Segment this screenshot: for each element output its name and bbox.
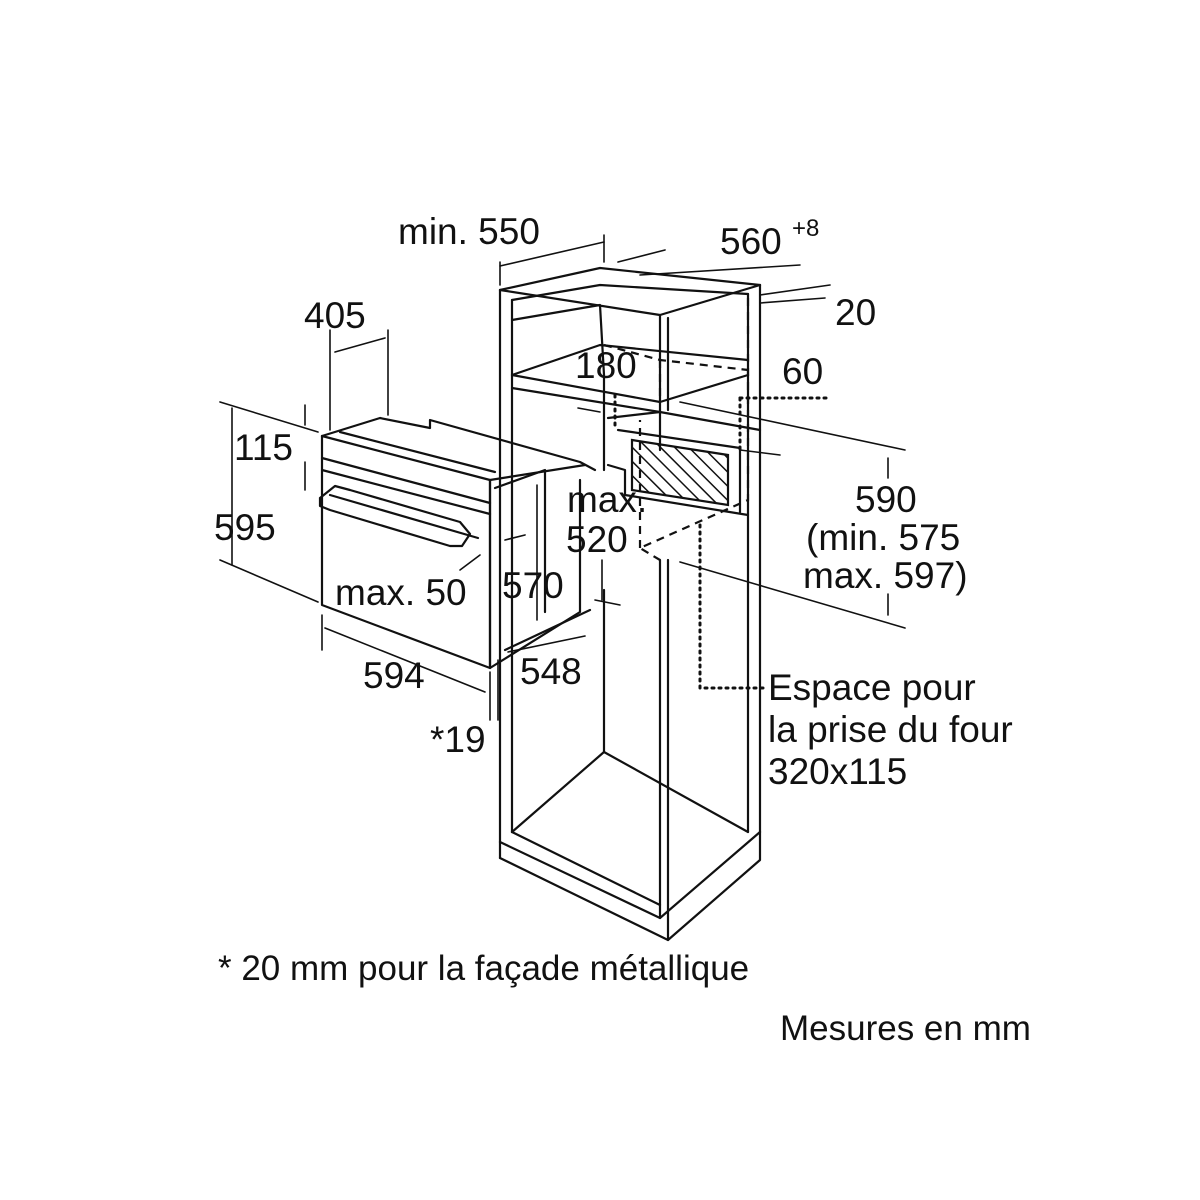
label-oven-body-width: 548 [520,651,582,692]
oven-door-top [328,493,480,540]
niche-floor [606,463,750,517]
lower-compartment-floor-back [510,750,750,834]
dim-20-line-2 [759,297,826,304]
socket-note-line-3: 320x115 [768,751,907,792]
upper-shelf-back [510,343,750,377]
oven-top-inner [338,430,497,474]
label-cabinet-width: 560 [720,221,782,262]
dim-548-line [507,635,586,653]
dim-50-arrow-2 [504,534,526,541]
cabinet-top-front-edge [498,283,762,317]
upper-shelf-edge [510,386,662,414]
lower-shelf-edge [510,830,662,907]
dim-590-ext-bottom [679,561,906,629]
oven-top [320,416,597,472]
label-oven-plug-offset: 60 [782,351,823,392]
label-oven-front-gap: max. 50 [335,572,467,613]
label-oven-width: 594 [363,655,425,696]
plinth [498,830,762,942]
dim-595-ext-top [219,401,319,433]
dim-180-arrow [577,407,601,413]
label-top-depth-1: max. [567,479,647,520]
oven-control-panel-line [320,456,492,505]
label-niche-height: 590 [855,479,917,520]
label-cabinet-width-tolerance: +8 [792,215,819,242]
socket-note: Espace pour la prise du four 320x115 [768,667,1013,792]
dim-550-line [499,241,605,267]
oven [318,416,597,670]
cabinet-top-back-edge [498,266,762,292]
cabinet [498,266,762,942]
dimension-labels: min. 550 560 +8 20 405 180 60 115 595 ma… [214,211,968,760]
label-niche-height-max: max. 597) [803,555,968,596]
label-oven-body-height: 570 [502,565,564,606]
dim-50-arrow [459,554,481,571]
label-panel-thickness: 20 [835,292,876,333]
dim-594-line [324,627,486,693]
socket-note-leader [698,523,767,690]
label-niche-height-min: (min. 575 [806,517,960,558]
dim-560-line [639,264,801,276]
socket-note-line-1: Espace pour [768,667,976,708]
oven-bottom-edge [503,608,592,652]
oven-side-inner [493,468,547,614]
dim-560-tick-left [617,249,666,263]
dim-socket-leader [739,449,781,456]
label-cabinet-depth: min. 550 [398,211,540,252]
dim-595-ext-bottom [219,559,319,603]
label-oven-depth-top: 405 [304,295,366,336]
label-front-thickness: *19 [430,719,486,760]
label-oven-plug-height: 180 [575,345,637,386]
footnote: * 20 mm pour la façade métallique [218,949,749,988]
upper-compartment-back [510,303,606,377]
label-top-depth-2: 520 [566,519,628,560]
dim-405-line [334,337,386,353]
dim-590-ext-top [679,401,906,451]
units-note: Mesures en mm [780,1009,1031,1048]
cabinet-bottom-front [498,830,762,920]
dim-20-line-1 [759,284,831,296]
oven-front-panel [320,434,492,670]
oven-handle [318,484,472,548]
cabinet-top-inner [510,283,750,302]
oven-side-body [488,478,582,670]
oven-control-panel-line-2 [320,468,492,516]
label-oven-panel-height: 115 [234,427,293,468]
hidden-niche-back [637,298,750,561]
dimension-lines [219,234,906,721]
label-oven-height: 595 [214,507,276,548]
socket-note-line-2: la prise du four [768,709,1013,750]
upper-shelf-front [510,373,750,404]
oven-socket-area [630,438,730,507]
dim-520-tick [594,599,621,606]
